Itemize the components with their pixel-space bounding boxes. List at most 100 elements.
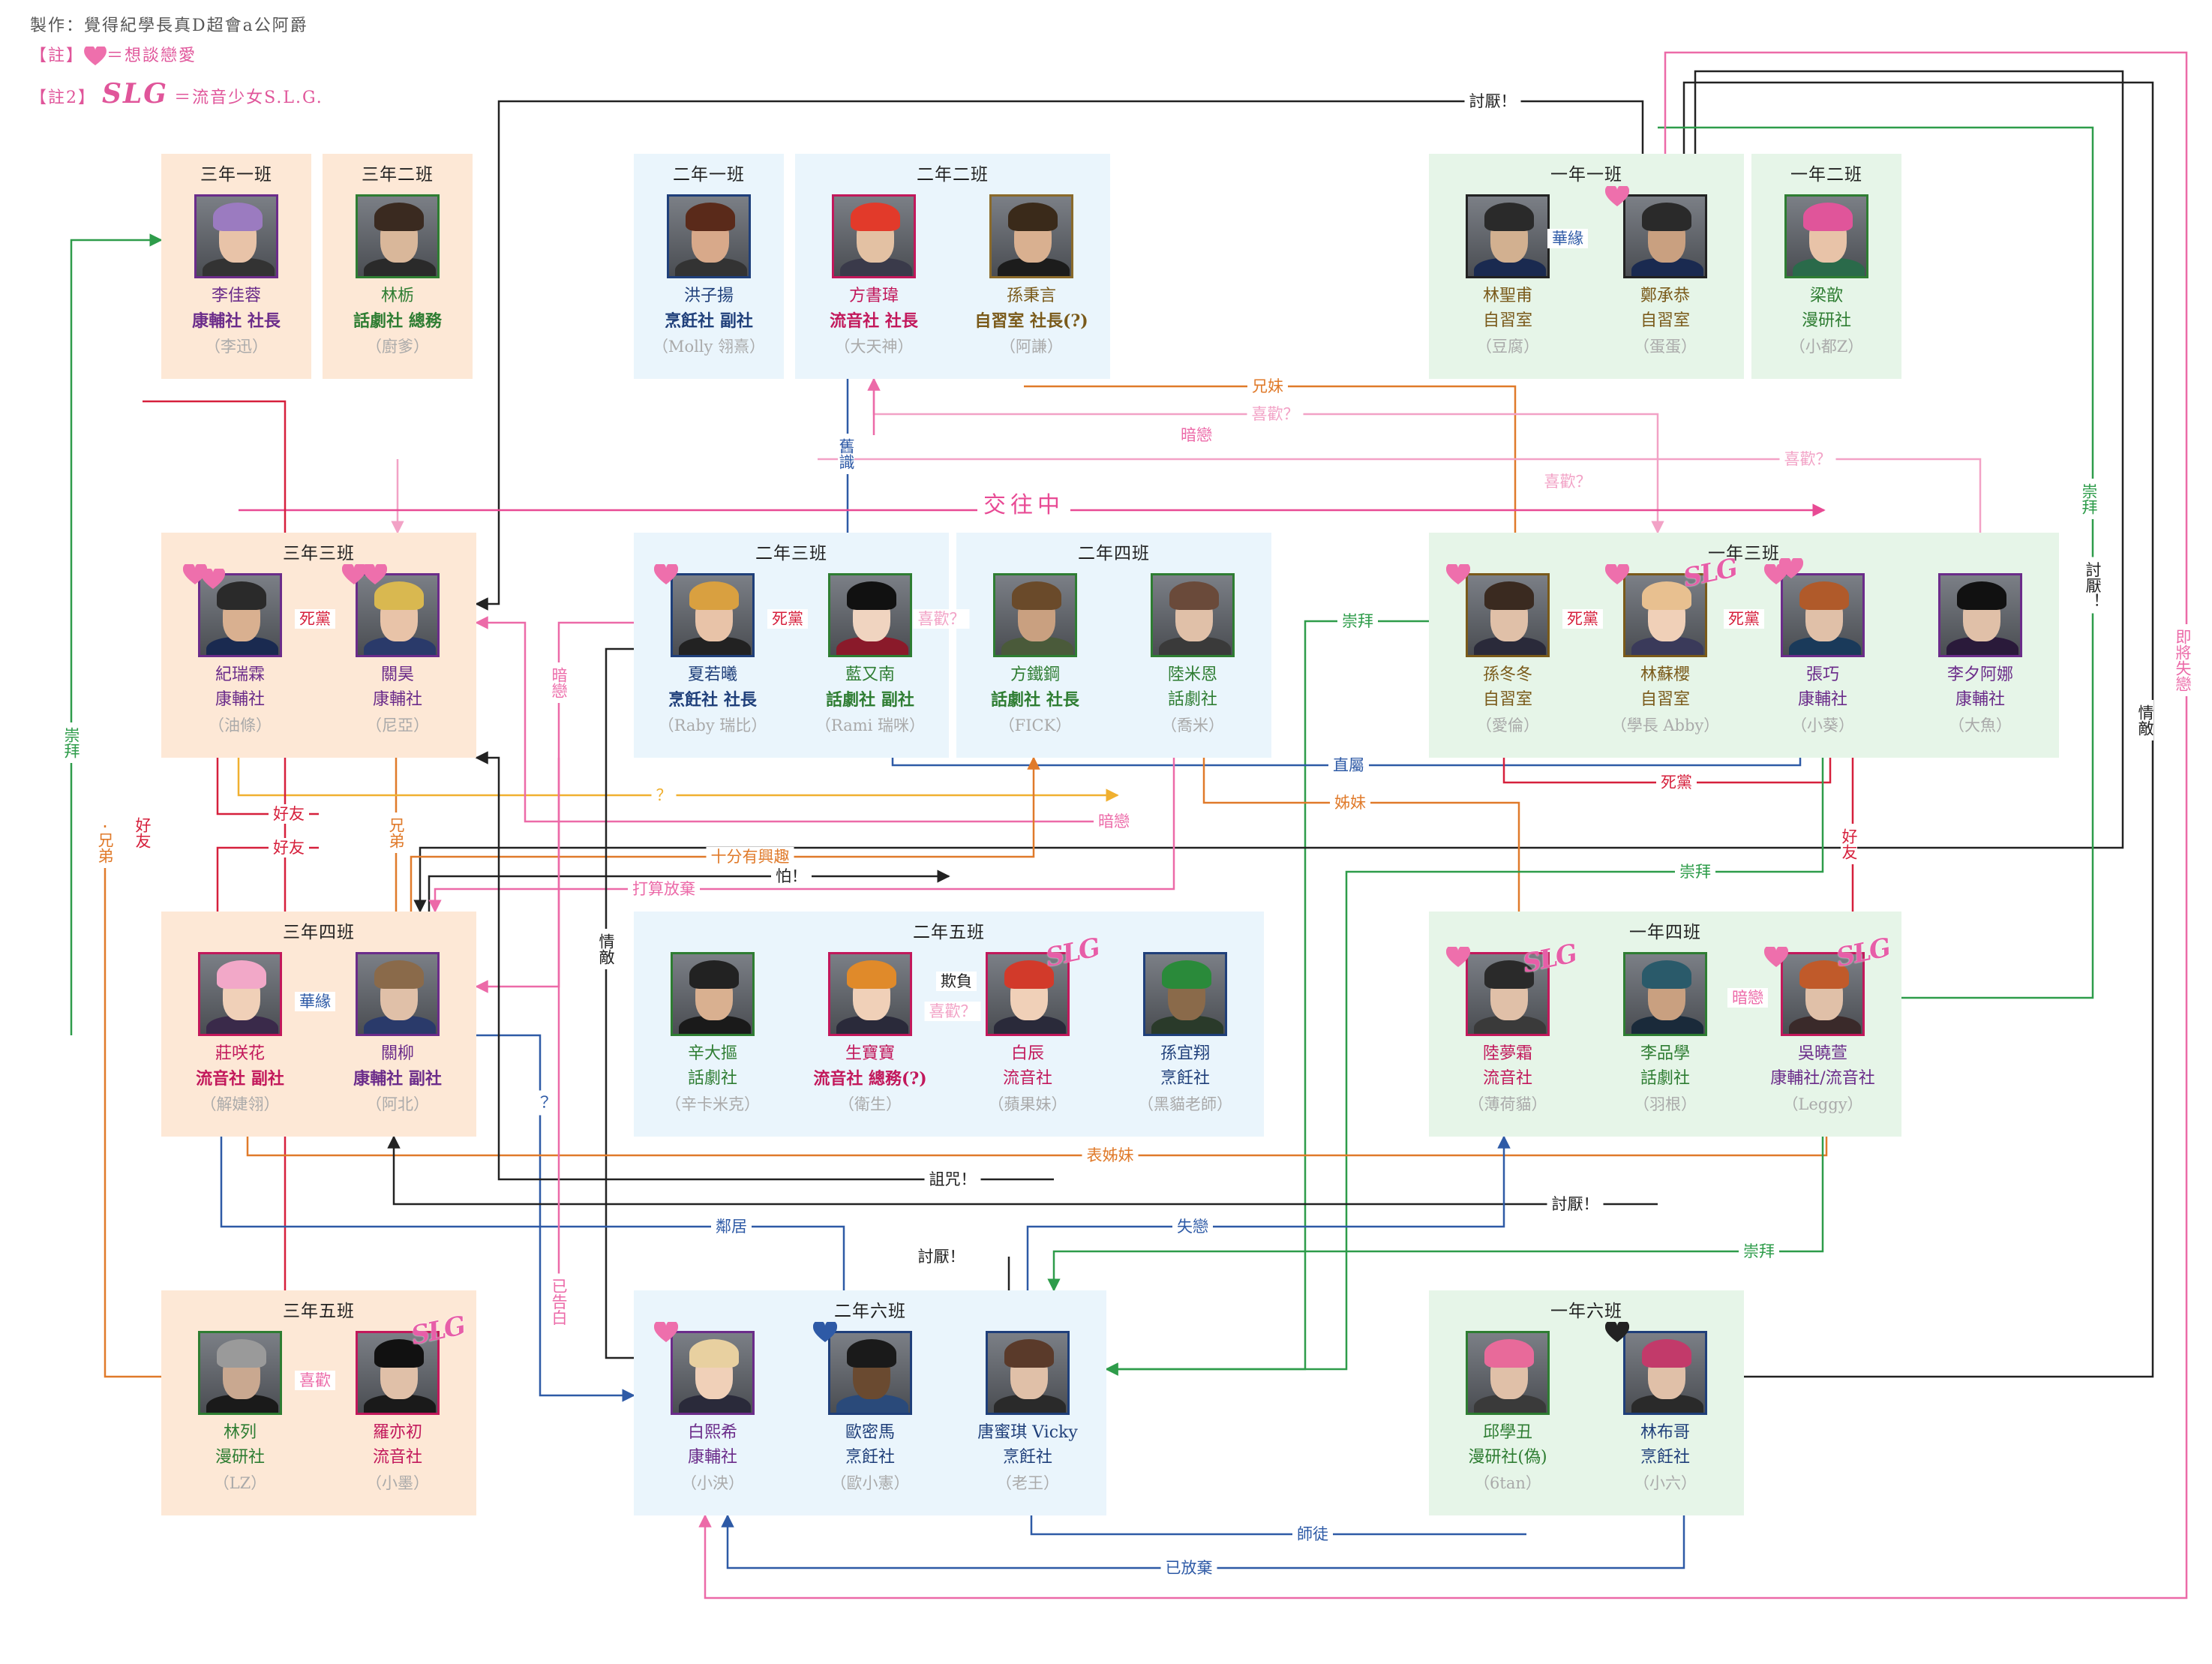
- person-nickname: （學長 Abby）: [1610, 716, 1720, 734]
- person-club: 流音社 副社: [196, 1069, 284, 1089]
- avatar: [1466, 952, 1550, 1036]
- person-card[interactable]: 鄭承恭自習室（蛋蛋）: [1590, 194, 1740, 359]
- note2-text: ＝流音少女S.L.G.: [174, 89, 323, 107]
- relation-label: 討厭！: [1464, 92, 1521, 111]
- person-nickname: （Leggy）: [1782, 1095, 1863, 1113]
- person-card[interactable]: 林布哥烹飪社（小六）: [1590, 1331, 1740, 1496]
- avatar: [1623, 194, 1707, 278]
- person-club: 自習室 社長(?): [974, 311, 1088, 331]
- avatar: [1623, 573, 1707, 657]
- person-card[interactable]: 關柳康輔社 副社（阿北）: [323, 952, 473, 1117]
- person-card[interactable]: 洪子揚烹飪社 副社（Molly 翎熹）: [634, 194, 784, 359]
- class-box-f2: 一年二班 梁歆漫研社（小都Z）: [1751, 154, 1901, 379]
- person-card[interactable]: 藍又南話劇社 副社（Rami 瑞咪）: [795, 573, 945, 738]
- relation-label: 喜歡？: [1247, 404, 1304, 424]
- relation-label: 鄰居: [711, 1217, 752, 1236]
- person-card[interactable]: 方書瑋流音社 社長（大天神）: [799, 194, 949, 359]
- relation-label: 欺負: [936, 972, 977, 991]
- person-card[interactable]: 孫宜翔烹飪社（黑貓老師）: [1110, 952, 1260, 1117]
- broken-heart-icon: [1604, 1320, 1630, 1344]
- relation-label: 死黨: [767, 609, 808, 629]
- person-name: 孫冬冬: [1482, 665, 1532, 684]
- person-nickname: （Rami 瑞咪）: [815, 716, 926, 734]
- person-card[interactable]: 關昊康輔社（尼亞）: [323, 573, 473, 738]
- relation-line: [698, 51, 2188, 1599]
- person-card[interactable]: 梁歆漫研社（小都Z）: [1751, 194, 1901, 359]
- relation-line: [818, 458, 1982, 533]
- relation-label: 暗戀: [1094, 812, 1134, 831]
- person-nickname: （解婕翎）: [200, 1095, 280, 1113]
- person-card[interactable]: 羅亦初流音社（小墨）: [323, 1331, 473, 1496]
- person-card[interactable]: 林蘇櫻自習室（學長 Abby）: [1590, 573, 1740, 738]
- person-nickname: （蘋果妹）: [988, 1095, 1067, 1113]
- person-card[interactable]: 夏若曦烹飪社 社長（Raby 瑞比）: [638, 573, 788, 738]
- person-card[interactable]: 林聖甫自習室（豆腐）: [1433, 194, 1583, 359]
- person-card[interactable]: 歐密馬烹飪社（歐小憲）: [795, 1331, 945, 1496]
- person-card[interactable]: 陸米恩話劇社（喬米）: [1118, 573, 1268, 738]
- person-club: 烹飪社: [1160, 1069, 1210, 1088]
- relation-label: 舊識: [837, 434, 855, 474]
- avatar: [671, 573, 755, 657]
- person-club: 流音社: [372, 1448, 422, 1467]
- person-card[interactable]: 陸夢霜流音社（薄荷貓）: [1433, 952, 1583, 1117]
- person-name: 關昊: [380, 665, 414, 684]
- person-card[interactable]: 邱學丑漫研社(偽)（6tan）: [1433, 1331, 1583, 1496]
- relation-label: 詛咒！: [924, 1170, 981, 1189]
- class-title: 二年四班: [1078, 544, 1150, 563]
- note1-prefix: 【註】: [30, 47, 85, 65]
- person-card[interactable]: 張巧康輔社（小葵）: [1748, 573, 1898, 738]
- relation-line: [1030, 1515, 1526, 1536]
- person-name: 鄭承恭: [1640, 287, 1690, 305]
- relation-label: 喜歡？: [924, 1002, 981, 1021]
- person-card[interactable]: 吳曉萱康輔社/流音社（Leggy）: [1748, 952, 1898, 1117]
- relation-label: 即將失戀: [2174, 624, 2192, 696]
- person-card[interactable]: 孫冬冬自習室（愛倫）: [1433, 573, 1583, 738]
- person-card[interactable]: 孫秉言自習室 社長(?)（阿謙）: [956, 194, 1106, 359]
- person-club: 話劇社: [1167, 690, 1217, 709]
- person-name: 藍又南: [845, 665, 895, 684]
- person-club: 烹飪社: [845, 1448, 895, 1467]
- person-name: 陸夢霜: [1482, 1044, 1532, 1063]
- avatar: [828, 1331, 912, 1415]
- relation-line: [1682, 81, 2154, 1378]
- relation-line: [428, 758, 1175, 913]
- person-nickname: （6tan）: [1474, 1474, 1541, 1492]
- class-title: 三年二班: [362, 165, 434, 185]
- relation-line: [1047, 1137, 1824, 1292]
- relation-line: [476, 1034, 635, 1402]
- class-box-j5: 二年五班 辛大摳話劇社（辛卡米克） 生寶寶流音社 總務(?)（衛生） 白辰流音社…: [634, 912, 1264, 1137]
- person-name: 林布哥: [1640, 1423, 1690, 1442]
- person-name: 唐蜜琪 Vicky: [977, 1423, 1078, 1442]
- person-card[interactable]: 辛大摳話劇社（辛卡米克）: [638, 952, 788, 1117]
- person-nickname: （大天神）: [834, 338, 914, 356]
- person-card[interactable]: 林栃話劇社 總務（廚爹）: [323, 194, 473, 359]
- person-nickname: （小六）: [1634, 1474, 1697, 1492]
- person-club: 漫研社(偽): [1468, 1448, 1547, 1467]
- person-card[interactable]: 方鐵鋼話劇社 社長（FICK）: [960, 573, 1110, 738]
- class-box-f3: 一年三班 孫冬冬自習室（愛倫） 林蘇櫻自習室（學長 Abby） 張巧康輔社（小葵…: [1429, 533, 2059, 758]
- person-nickname: （油條）: [209, 716, 272, 734]
- relation-label: 打算放棄: [628, 879, 700, 899]
- class-title: 二年五班: [913, 923, 985, 942]
- relation-label: 華緣: [1547, 229, 1588, 248]
- person-card[interactable]: 李夕阿娜康輔社（大魚）: [1905, 573, 2055, 738]
- avatar: [828, 573, 912, 657]
- person-card[interactable]: 白熙希康輔社（小泱）: [638, 1331, 788, 1496]
- person-name: 方鐵鋼: [1010, 665, 1060, 684]
- person-card[interactable]: 生寶寶流音社 總務(?)（衛生）: [795, 952, 945, 1117]
- person-club: 自習室: [1482, 690, 1532, 709]
- person-card[interactable]: 紀瑞霖康輔社（油條）: [165, 573, 315, 738]
- broken-heart-icon: [812, 1320, 838, 1344]
- avatar: [671, 952, 755, 1036]
- person-card[interactable]: 李品學話劇社（羽根）: [1590, 952, 1740, 1117]
- person-card[interactable]: 白辰流音社（蘋果妹）: [953, 952, 1103, 1117]
- person-card[interactable]: 莊咲花流音社 副社（解婕翎）: [165, 952, 315, 1117]
- relation-label: 表姊妹: [1082, 1146, 1139, 1165]
- person-nickname: （辛卡米克）: [665, 1095, 760, 1113]
- person-card[interactable]: 林列漫研社（LZ）: [165, 1331, 315, 1496]
- person-card[interactable]: 李佳蓉康輔社 社長（李迅）: [161, 194, 311, 359]
- person-club: 流音社: [1002, 1069, 1052, 1088]
- person-club: 流音社 社長: [830, 311, 918, 331]
- person-nickname: （小都Z）: [1789, 338, 1864, 356]
